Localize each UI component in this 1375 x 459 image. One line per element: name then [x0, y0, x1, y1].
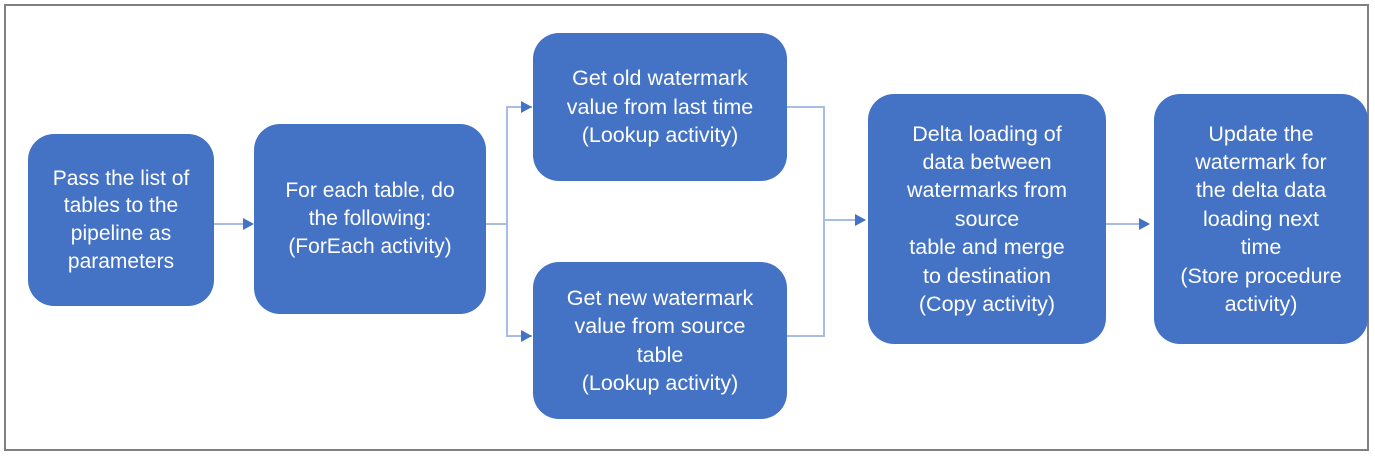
connector-pass-tables-to-for-each	[214, 223, 244, 225]
node-for-each-table-label: For each table, do the following: (ForEa…	[285, 179, 455, 258]
connector-for-each-to-old-watermark	[506, 106, 532, 108]
node-get-old-watermark-label: Get old watermark value from last time (…	[566, 66, 754, 148]
connector-merge-to-delta	[823, 219, 865, 221]
connector-new-watermark-to-delta	[787, 335, 825, 337]
node-delta-loading-label: Delta loading of data between watermarks…	[906, 121, 1068, 316]
connector-for-each-to-new-watermark	[506, 335, 532, 337]
diagram-frame: Pass the list of tables to the pipeline …	[4, 4, 1369, 451]
node-get-new-watermark[interactable]: Get new watermark value from source tabl…	[533, 262, 787, 419]
connector-merge-spine	[823, 106, 825, 337]
node-for-each-table[interactable]: For each table, do the following: (ForEa…	[254, 124, 486, 314]
arrowhead-to-old-watermark	[521, 101, 532, 113]
arrowhead-to-update-watermark	[1139, 218, 1150, 230]
arrowhead-to-new-watermark	[521, 330, 532, 342]
node-update-watermark[interactable]: Update the watermark for the delta data …	[1154, 94, 1368, 344]
connector-delta-to-update-watermark	[1106, 223, 1144, 225]
node-delta-loading[interactable]: Delta loading of data between watermarks…	[868, 94, 1106, 344]
node-get-new-watermark-label: Get new watermark value from source tabl…	[566, 285, 754, 395]
node-pass-tables-label: Pass the list of tables to the pipeline …	[52, 166, 190, 273]
connector-old-watermark-to-delta	[787, 106, 825, 108]
node-update-watermark-label: Update the watermark for the delta data …	[1180, 121, 1342, 316]
arrowhead-to-for-each	[243, 218, 254, 230]
connector-branch-spine	[506, 106, 508, 336]
node-get-old-watermark[interactable]: Get old watermark value from last time (…	[533, 33, 787, 181]
arrowhead-to-delta-loading	[855, 214, 866, 226]
connector-for-each-stem	[486, 223, 508, 225]
node-pass-tables[interactable]: Pass the list of tables to the pipeline …	[28, 134, 214, 306]
